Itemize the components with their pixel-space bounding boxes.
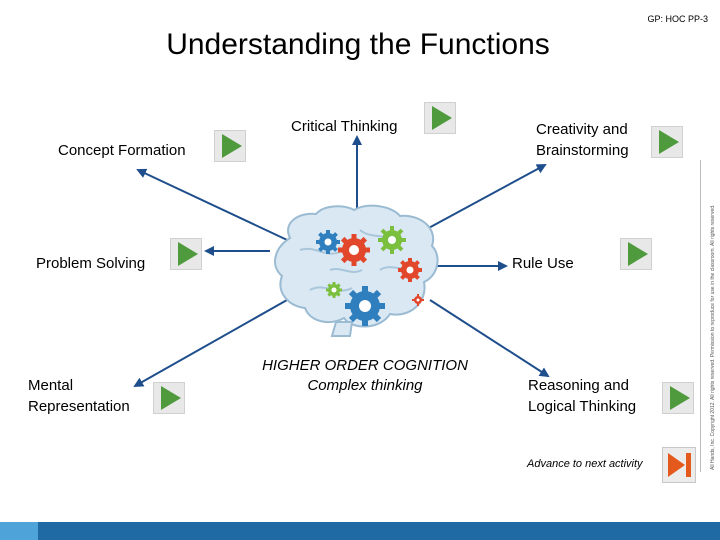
advance-label: Advance to next activity [527,458,643,470]
center-caption: HIGHER ORDER COGNITION Complex thinking [250,356,480,396]
critical-thinking-play-button[interactable] [424,102,456,134]
gear-icon [345,286,385,326]
creativity-label-line1: Creativity and [536,121,628,138]
center-caption-line2: Complex thinking [307,377,423,394]
page-title: Understanding the Functions [166,28,550,61]
gear-icon [412,294,424,306]
divider [700,160,701,472]
critical-thinking-label: Critical Thinking [291,118,398,135]
advance-next-button[interactable] [662,447,696,483]
footer-accent [0,522,38,540]
gear-icon [326,282,342,298]
play-icon [432,106,452,130]
mental-label-line1: Mental [28,377,74,394]
problem-solving-label: Problem Solving [36,255,146,272]
slide-code: GP: HOC PP-3 [647,14,708,24]
center-caption-line1: HIGHER ORDER COGNITION [262,357,468,374]
mental-label-line2: Representation [28,398,130,415]
arrow-reasoning [429,299,550,378]
problem-solving-play-button[interactable] [170,238,202,270]
creativity-label: Creativity and Brainstorming [536,119,629,161]
play-icon [628,242,648,266]
gear-icon [338,234,370,266]
arrow-mental-representation [133,299,288,387]
play-icon [178,242,198,266]
reasoning-label-line1: Reasoning and [528,377,629,394]
play-icon [222,134,242,158]
reasoning-label: Reasoning and Logical Thinking [528,375,636,417]
reasoning-label-line2: Logical Thinking [528,398,637,415]
play-icon [161,386,181,410]
arrow-concept-formation [136,168,301,247]
gear-icons [316,226,424,326]
gear-icon [398,258,422,282]
footer-bar [0,522,720,540]
next-icon [668,453,685,477]
copyright-notice: All Hands, Inc. Copyright 2012. All righ… [710,204,716,470]
rule-use-play-button[interactable] [620,238,652,270]
creativity-play-button[interactable] [651,126,683,158]
mental-representation-play-button[interactable] [153,382,185,414]
rule-use-label: Rule Use [512,255,574,272]
play-icon [659,130,679,154]
arrow-creativity [424,164,547,231]
mental-representation-label: Mental Representation [28,375,130,417]
concept-formation-label: Concept Formation [58,142,186,159]
creativity-label-line2: Brainstorming [536,142,629,159]
connector-arrows [133,135,550,387]
gear-icon [316,230,340,254]
gear-icon [378,226,406,254]
concept-formation-play-button[interactable] [214,130,246,162]
play-icon [670,386,690,410]
reasoning-play-button[interactable] [662,382,694,414]
